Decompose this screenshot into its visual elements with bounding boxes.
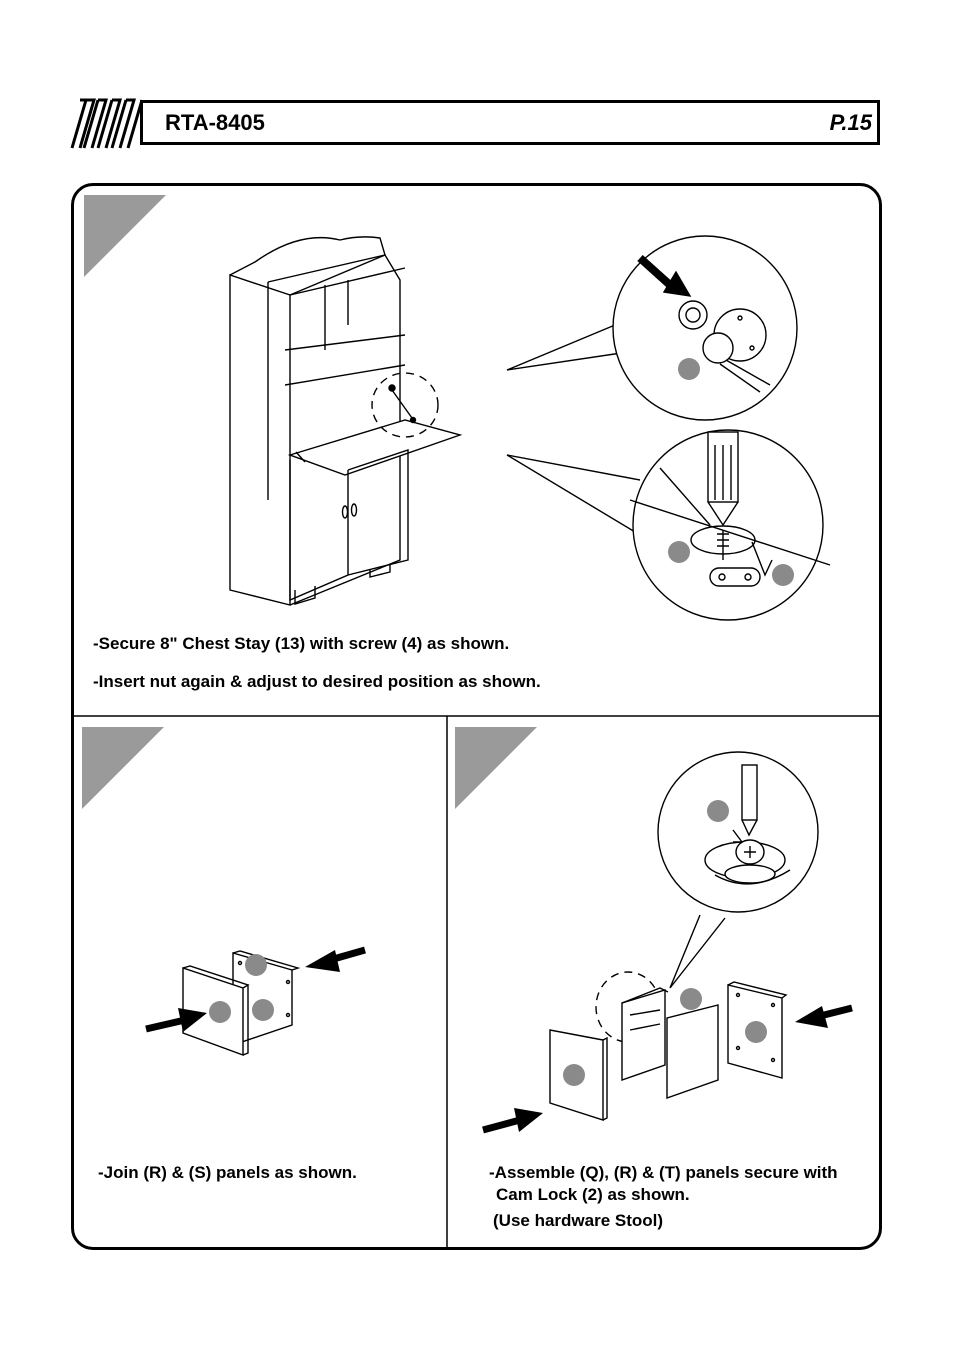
instruction-insert-nut: -Insert nut again & adjust to desired po…: [93, 672, 541, 691]
part-badge: [252, 999, 274, 1021]
instruction-assemble-panels: -Assemble (Q), (R) & (T) panels secure w…: [489, 1163, 838, 1182]
callout-nut: [506, 235, 798, 421]
cabinet-drawing: [229, 236, 463, 606]
arrow-icon: [482, 1108, 543, 1134]
page-number: P.15: [829, 110, 872, 135]
instruction-hardware-note: (Use hardware Stool): [493, 1211, 664, 1230]
arrow-icon: [795, 1004, 853, 1028]
model-number: RTA-8405: [165, 110, 265, 135]
instruction-frame: [71, 183, 882, 1250]
step-marker-right: [455, 727, 537, 809]
part-badge: [245, 954, 267, 976]
header-stripes-logo: [70, 98, 144, 149]
arrow-icon: [145, 1008, 207, 1033]
part-badge: [668, 541, 690, 563]
instruction-join-panels: -Join (R) & (S) panels as shown.: [98, 1163, 357, 1182]
instruction-cam-lock: Cam Lock (2) as shown.: [496, 1185, 690, 1204]
arrow-icon: [305, 946, 366, 972]
part-badge: [745, 1021, 767, 1043]
part-badge: [707, 800, 729, 822]
callout-screw: [506, 429, 831, 621]
header-bar: [140, 100, 880, 145]
part-badge: [772, 564, 794, 586]
instruction-secure-chest-stay: -Secure 8" Chest Stay (13) with screw (4…: [93, 634, 510, 653]
stool-assembly-drawing: [549, 971, 788, 1121]
part-badge: [209, 1001, 231, 1023]
detail-highlight-circle: [371, 372, 439, 438]
part-badge: [563, 1064, 585, 1086]
part-badge: [680, 988, 702, 1010]
callout-cam-lock: [657, 751, 819, 989]
part-badge: [678, 358, 700, 380]
step-marker-left: [82, 727, 164, 809]
panels-join-drawing: [182, 950, 301, 1057]
step-marker-top: [84, 195, 166, 277]
